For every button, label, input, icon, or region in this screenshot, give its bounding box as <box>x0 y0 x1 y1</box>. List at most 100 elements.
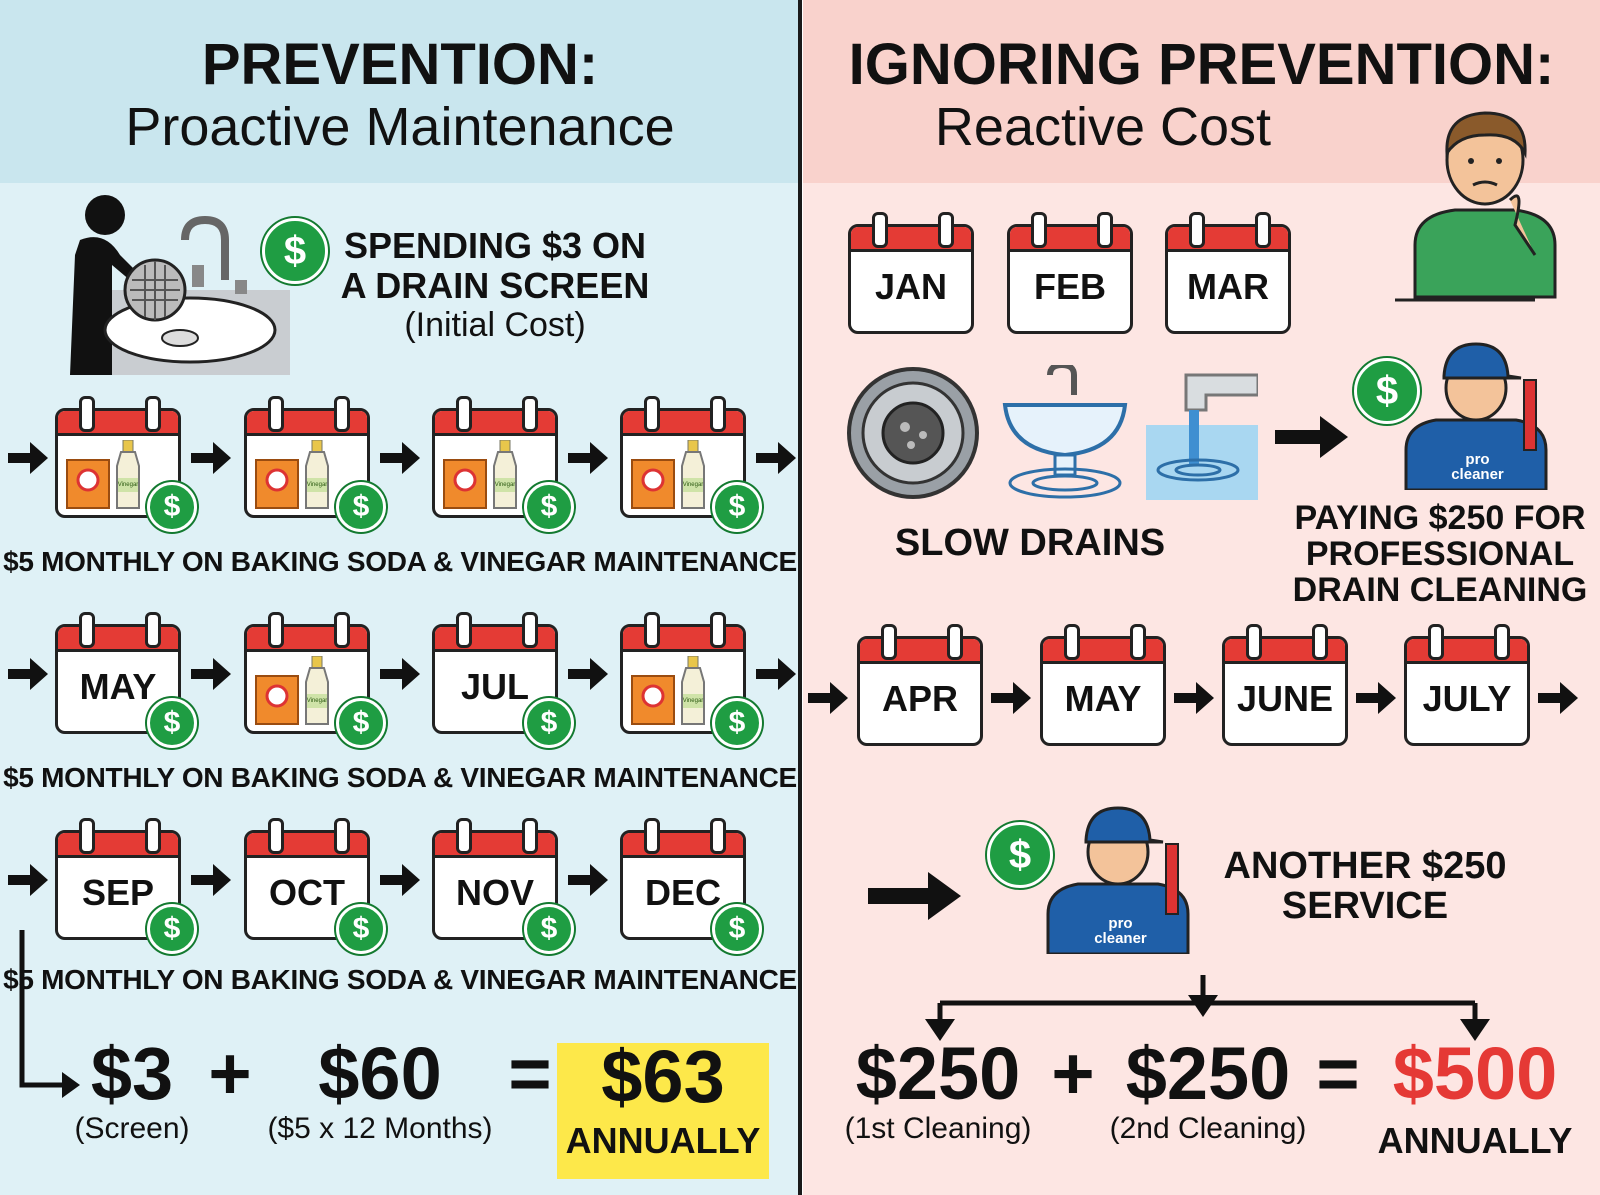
reactive-annual-total: $500 <box>1392 1032 1558 1115</box>
calendar-icon: JULY <box>1404 624 1530 746</box>
calendar-icon: MAR <box>1165 212 1291 334</box>
arrow-right-icon <box>568 864 608 896</box>
calendar-month: JULY <box>1422 678 1512 719</box>
arrow-right-icon <box>191 864 231 896</box>
calendar-icon: MAY$ <box>55 612 197 748</box>
calendar-icon: APR <box>857 624 983 746</box>
calendar-icon: MAY <box>1040 624 1166 746</box>
baking-soda-vinegar-icon <box>255 656 329 725</box>
arrow-right-icon <box>191 442 231 474</box>
initial-cost-note: (Initial Cost) <box>404 306 586 344</box>
calendar-icon: JUNE <box>1222 624 1348 746</box>
equals-sign: = <box>508 1032 552 1115</box>
calendar-month: SEP <box>81 872 155 913</box>
dollar-coin-icon: $ <box>712 482 762 532</box>
baking-soda-vinegar-icon <box>631 440 705 509</box>
dollar-coin-icon: $ <box>524 904 574 954</box>
vinegar-label: Vinegar <box>682 698 704 704</box>
first-cleaning-cost: $250 <box>855 1032 1021 1115</box>
baking-soda-vinegar-icon <box>631 656 705 725</box>
first-cleaning-label: (1st Cleaning) <box>844 1112 1032 1145</box>
calendar-icon: Vinegar $ <box>620 396 762 532</box>
calendar-icon: NOV$ <box>432 818 574 954</box>
monthly-maintenance-caption: $5 MONTHLY ON BAKING SODA & VINEGAR MAIN… <box>3 762 797 793</box>
screen-cost-text: SPENDING $3 ON A DRAIN SCREEN <box>340 225 650 306</box>
annual-total-highlight <box>557 1043 769 1179</box>
dollar-coin-icon: $ <box>147 482 197 532</box>
screen-cost-value: $3 <box>90 1032 174 1115</box>
calendar-icon: JAN <box>848 212 974 334</box>
calendar-month: MAR <box>1187 266 1269 307</box>
arrow-right-icon <box>756 658 796 690</box>
calendar-month: JAN <box>874 266 948 307</box>
arrow-right-icon <box>380 442 420 474</box>
panel-divider <box>798 0 802 1195</box>
arrow-right-icon <box>991 682 1031 714</box>
dollar-coin-icon: $ <box>712 698 762 748</box>
dollar-coin-icon: $ <box>147 904 197 954</box>
calendar-icon: DEC$ <box>620 818 762 954</box>
maintenance-cost-label: ($5 x 12 Months) <box>267 1112 493 1145</box>
dollar-coin-icon: $ <box>524 698 574 748</box>
vinegar-label: Vinegar <box>682 482 704 488</box>
arrow-right-icon <box>1275 416 1348 458</box>
vinegar-label: Vinegar <box>306 482 328 488</box>
calendar-month: FEB <box>1034 266 1106 307</box>
dollar-coin-icon: $ <box>1354 358 1420 424</box>
first-service-cost-text: PAYING $250 FOR PROFESSIONAL DRAIN CLEAN… <box>1292 499 1588 609</box>
arrow-right-icon <box>380 658 420 690</box>
arrow-right-icon <box>8 442 48 474</box>
baking-soda-vinegar-icon <box>255 440 329 509</box>
dollar-coin-icon: $ <box>987 822 1053 888</box>
calendar-icon: OCT$ <box>244 818 386 954</box>
ignoring-subtitle: Reactive Cost <box>934 97 1272 157</box>
monthly-maintenance-caption: $5 MONTHLY ON BAKING SODA & VINEGAR MAIN… <box>3 964 797 995</box>
arrow-right-icon <box>756 442 796 474</box>
person-at-sink-icon <box>70 195 290 375</box>
arrow-right-icon <box>868 872 961 920</box>
prevention-panel <box>0 0 800 1195</box>
reactive-annual-label: ANNUALLY <box>1377 1120 1573 1161</box>
calendar-icon: Vinegar $ <box>432 396 574 532</box>
arrow-right-icon <box>1538 682 1578 714</box>
second-cleaning-cost: $250 <box>1125 1032 1291 1115</box>
calendar-month: MAY <box>1064 678 1142 719</box>
dollar-coin-icon: $ <box>336 698 386 748</box>
slow-drains-label: SLOW DRAINS <box>894 522 1166 564</box>
arrow-right-icon <box>808 682 848 714</box>
vinegar-label: Vinegar <box>494 482 516 488</box>
sink-overflow-icon <box>1002 365 1128 499</box>
calendar-icon: Vinegar$ <box>244 396 386 532</box>
plus-sign: + <box>1051 1032 1095 1115</box>
dollar-coin-icon: $ <box>147 698 197 748</box>
dollar-coin-icon: $ <box>262 218 328 284</box>
elbow-arrow-icon <box>19 930 80 1098</box>
calendar-icon: FEB <box>1007 212 1133 334</box>
second-cleaning-label: (2nd Cleaning) <box>1109 1112 1307 1145</box>
ignoring-title: IGNORING PREVENTION: <box>848 32 1555 97</box>
prevention-header <box>0 0 800 183</box>
arrow-right-icon <box>380 864 420 896</box>
calendar-icon: JUL$ <box>432 612 574 748</box>
plus-sign: + <box>208 1032 252 1115</box>
prevention-annual-label: ANNUALLY <box>565 1120 761 1161</box>
calendar-icon: SEP$ <box>55 818 197 954</box>
baking-soda-vinegar-icon <box>443 440 517 509</box>
plumber-icon <box>1046 806 1190 954</box>
second-service-cost-text: ANOTHER $250 SERVICE <box>1223 845 1507 927</box>
calendar-month: OCT <box>269 872 345 913</box>
calendar-icon: Vinegar $ <box>620 612 762 748</box>
dollar-coin-icon: $ <box>524 482 574 532</box>
screen-cost-label: (Screen) <box>74 1112 190 1145</box>
baking-soda-vinegar-icon <box>66 440 140 509</box>
prevention-subtitle: Proactive Maintenance <box>125 97 675 157</box>
calendar-month: JUL <box>460 666 529 707</box>
faucet-water-icon <box>1146 373 1258 500</box>
calendar-icon: Vinegar $ <box>244 612 386 748</box>
vinegar-label: Vinegar <box>306 698 328 704</box>
branch-arrows-icon <box>925 975 1490 1041</box>
prevention-annual-total: $63 <box>601 1035 725 1118</box>
dollar-coin-icon: $ <box>712 904 762 954</box>
dollar-coin-icon: $ <box>336 904 386 954</box>
